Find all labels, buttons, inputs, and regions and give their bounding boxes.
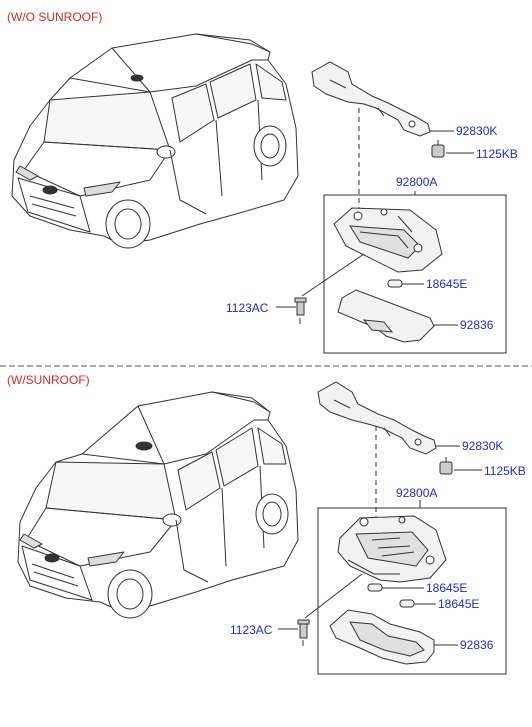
lens-92836-top bbox=[337, 289, 435, 343]
assembly-box-bottom bbox=[317, 507, 507, 675]
label-18645e-bottom-2: 18645E bbox=[438, 597, 479, 611]
screw-1123ac-top bbox=[294, 297, 307, 324]
label-1123ac-bottom: 1123AC bbox=[230, 623, 273, 637]
car-illustration-top bbox=[11, 33, 299, 249]
lamp-housing-top bbox=[333, 207, 443, 273]
label-92830k-bottom: 92830K bbox=[462, 439, 503, 453]
label-92836-bottom: 92836 bbox=[460, 638, 494, 652]
lens-92836-bottom bbox=[329, 609, 435, 665]
lamp-housing-bottom bbox=[337, 515, 447, 583]
bracket-92830k-top bbox=[311, 61, 431, 137]
variant-label-with-sunroof: (W/SUNROOF) bbox=[7, 373, 90, 387]
bulb-18645e-bottom-1 bbox=[367, 583, 383, 592]
bulb-18645e-bottom-2 bbox=[399, 599, 415, 608]
label-1123ac-top: 1123AC bbox=[226, 301, 269, 315]
screw-1125kb-top bbox=[431, 140, 445, 158]
label-1125kb-top: 1125KB bbox=[476, 147, 518, 161]
bracket-92830k-bottom bbox=[317, 381, 437, 455]
label-92836-top: 92836 bbox=[460, 318, 494, 332]
bulb-18645e-top bbox=[387, 279, 403, 288]
screw-1123ac-bottom bbox=[297, 619, 310, 646]
label-18645e-top: 18645E bbox=[426, 277, 467, 291]
variant-label-without-sunroof: (W/O SUNROOF) bbox=[7, 10, 102, 24]
label-18645e-bottom-1: 18645E bbox=[426, 581, 467, 595]
car-illustration-bottom bbox=[17, 391, 299, 619]
label-1125kb-bottom: 1125KB bbox=[484, 464, 526, 478]
screw-1125kb-bottom bbox=[439, 457, 453, 475]
section-with-sunroof: (W/SUNROOF) bbox=[7, 373, 526, 675]
label-92800a-top: 92800A bbox=[396, 175, 437, 189]
section-without-sunroof: (W/O SUNROOF) bbox=[7, 10, 518, 354]
label-92800a-bottom: 92800A bbox=[396, 486, 437, 500]
label-92830k-top: 92830K bbox=[456, 124, 497, 138]
